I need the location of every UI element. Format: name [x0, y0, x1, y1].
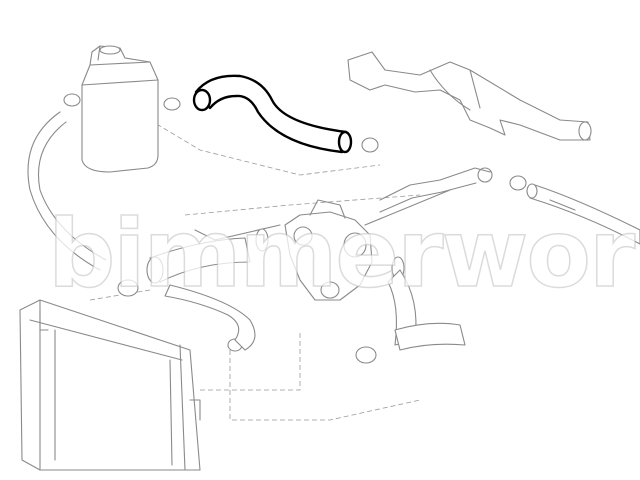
expansion-tank: [81, 45, 159, 173]
lower-radiator-hose: [146, 237, 256, 351]
radiator: [19, 299, 201, 471]
highlighted-hose: [192, 74, 353, 154]
overflow-hose: [27, 111, 107, 271]
watermark-logo: bimmerworld: [47, 200, 640, 309]
pump-outlet-hose: [387, 269, 466, 351]
leader-lines: [89, 119, 451, 421]
bypass-pipe: [379, 167, 491, 213]
water-pump: [284, 199, 373, 301]
coolant-pipe: [347, 51, 592, 141]
right-hose: [526, 183, 640, 245]
hose-clamps: [63, 93, 527, 364]
